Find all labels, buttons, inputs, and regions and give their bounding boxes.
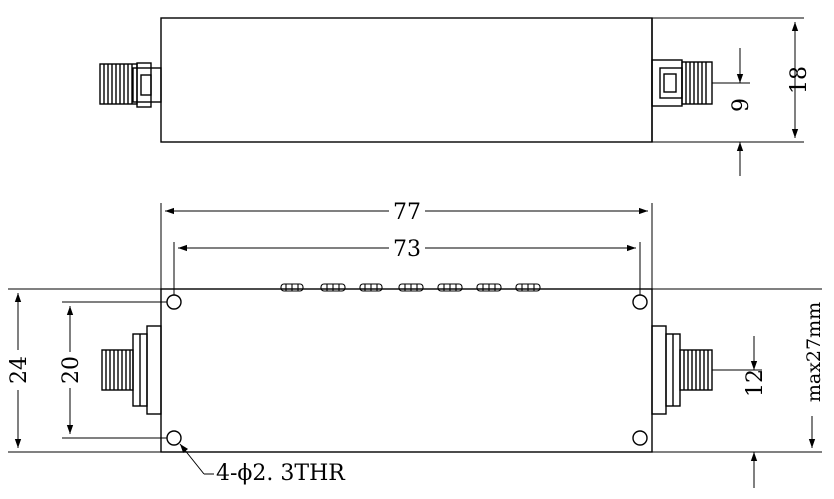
mounting-hole-bottom-right xyxy=(632,430,648,446)
mounting-hole-top-left xyxy=(166,294,182,310)
dim-label-max27: max27mm xyxy=(803,302,825,402)
bottom-left-connector xyxy=(101,325,162,415)
dim-label-77: 77 xyxy=(393,200,421,225)
top-left-connector xyxy=(99,62,162,108)
hole-note: 4-ϕ2. 3THR xyxy=(216,461,346,486)
top-right-connector xyxy=(651,59,713,107)
bottom-view-body xyxy=(160,288,653,453)
mounting-hole-top-right xyxy=(632,294,648,310)
dim-label-18: 18 xyxy=(787,66,812,94)
top-view xyxy=(99,17,804,176)
dim-label-73: 73 xyxy=(393,237,421,262)
dim-label-9: 9 xyxy=(729,98,754,112)
top-view-body xyxy=(160,17,653,143)
dim-label-20: 20 xyxy=(59,356,84,384)
tuning-screws xyxy=(280,283,541,292)
mounting-hole-bottom-left xyxy=(166,430,182,446)
bottom-right-connector xyxy=(651,325,713,415)
dim-label-12: 12 xyxy=(743,369,768,397)
dim-label-24: 24 xyxy=(7,356,32,384)
hole-note-leader xyxy=(179,443,205,475)
